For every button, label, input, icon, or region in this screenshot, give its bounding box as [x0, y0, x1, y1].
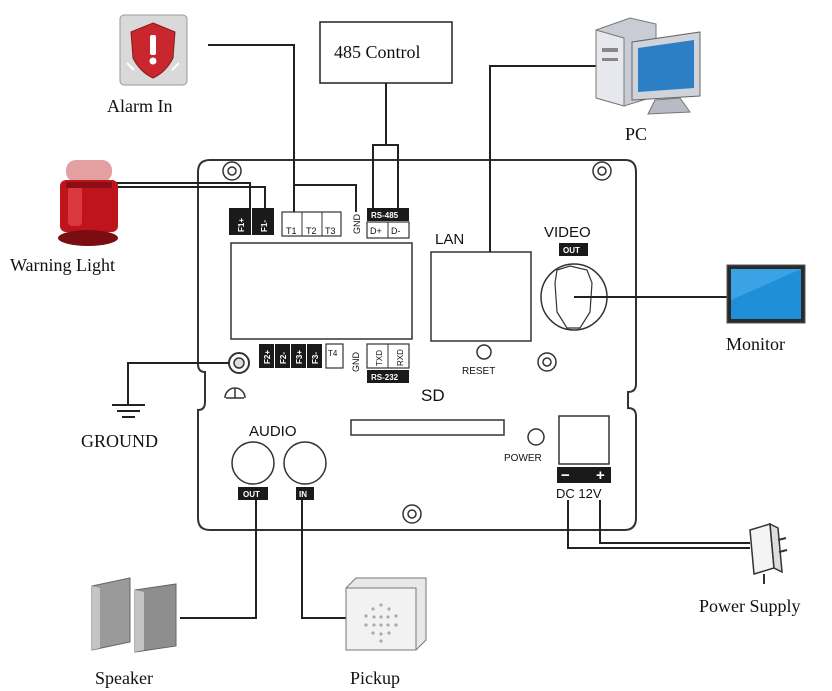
txd-label: TXD	[375, 350, 384, 366]
terminal-t-block	[281, 211, 342, 237]
audio-label: AUDIO	[249, 423, 297, 440]
ground-post	[228, 352, 250, 374]
audio-out-badge	[238, 487, 268, 500]
monitor-label: Monitor	[726, 334, 785, 354]
alarm-in-icon	[119, 14, 188, 86]
monitor-icon	[726, 264, 806, 324]
t4-label: T4	[328, 349, 338, 358]
dc12v-label: DC 12V	[556, 486, 602, 501]
warning-light-icon	[58, 160, 118, 246]
video-label: VIDEO	[544, 224, 591, 241]
video-out-label: OUT	[563, 246, 580, 255]
wire-warning-light-b	[112, 186, 266, 208]
wire-warning-light-a	[112, 182, 251, 208]
wire-pickup	[301, 500, 346, 619]
f3-minus-label: F3-	[311, 352, 320, 364]
f1-plus-label: F1+	[237, 218, 246, 232]
reset-label: RESET	[462, 366, 495, 377]
pickup-icon	[345, 577, 427, 651]
power-led	[527, 428, 545, 446]
dc-jack	[558, 415, 610, 465]
polarity-badge	[557, 467, 611, 483]
audio-out-jack	[231, 441, 275, 485]
terminal-f1-plus	[229, 208, 251, 235]
rs485-badge	[367, 208, 409, 221]
minus-label: −	[561, 467, 570, 484]
mounting-hole	[592, 161, 612, 181]
pc-icon	[595, 17, 701, 115]
lan-port	[430, 251, 532, 342]
t2-label: T2	[306, 226, 317, 236]
t1-label: T1	[286, 226, 297, 236]
main-chip	[230, 242, 413, 340]
rxd-label: RXD	[396, 349, 405, 366]
pc-label: PC	[625, 124, 647, 144]
speaker-icon	[91, 577, 177, 653]
ground-symbol	[112, 404, 145, 418]
power-supply-icon	[749, 522, 788, 584]
warning-light-label: Warning Light	[10, 255, 115, 275]
wire-ground	[127, 362, 229, 404]
earth-symbol	[224, 387, 246, 399]
rs232-label: RS-232	[371, 373, 399, 382]
wire-power-plus	[599, 500, 750, 544]
f2-minus-label: F2-	[279, 352, 288, 364]
audio-in-jack	[283, 441, 327, 485]
wire-alarm-gnd	[294, 184, 357, 212]
wire-pc-lan	[489, 65, 596, 252]
video-out-badge	[559, 243, 588, 256]
terminal-f3-plus	[291, 344, 306, 368]
wire-power-minus	[567, 500, 750, 549]
mounting-hole	[222, 161, 242, 181]
reset-button	[476, 344, 492, 360]
terminal-f2-plus	[259, 344, 274, 368]
wire-alarm-in	[208, 44, 295, 212]
control-485-box	[319, 21, 453, 84]
wire-485-control	[372, 83, 387, 208]
terminal-f3-minus	[307, 344, 322, 368]
ground-label: GROUND	[81, 431, 158, 451]
terminal-f2-minus	[275, 344, 290, 368]
lan-label: LAN	[435, 231, 464, 248]
power-supply-label: Power Supply	[699, 596, 801, 616]
sd-card-slot	[350, 419, 505, 436]
speaker-label: Speaker	[95, 668, 153, 688]
gnd-bottom-label: GND	[351, 352, 361, 373]
control-485-label: 485 Control	[334, 42, 421, 62]
terminal-f1-minus	[252, 208, 274, 235]
pickup-label: Pickup	[350, 668, 400, 688]
plus-label: +	[596, 467, 605, 484]
rs485-label: RS-485	[371, 211, 399, 220]
audio-out-label: OUT	[243, 490, 260, 499]
terminal-t4	[325, 343, 344, 369]
audio-in-badge	[296, 487, 314, 500]
d-minus-label: D-	[391, 226, 401, 236]
sd-label: SD	[421, 386, 445, 405]
mounting-hole	[402, 504, 422, 524]
alarm-in-label: Alarm In	[107, 96, 172, 116]
audio-in-label: IN	[299, 490, 307, 499]
f1-minus-label: F1-	[260, 220, 269, 232]
wire-485-control-b	[386, 144, 399, 208]
gnd-top-label: GND	[352, 214, 362, 235]
d-plus-label: D+	[370, 226, 382, 236]
f3-plus-label: F3+	[295, 350, 304, 364]
t3-label: T3	[325, 226, 336, 236]
mounting-hole	[537, 352, 557, 372]
f2-plus-label: F2+	[263, 350, 272, 364]
wire-speaker	[180, 500, 257, 619]
power-label: POWER	[504, 453, 542, 464]
rs232-badge	[367, 370, 409, 383]
